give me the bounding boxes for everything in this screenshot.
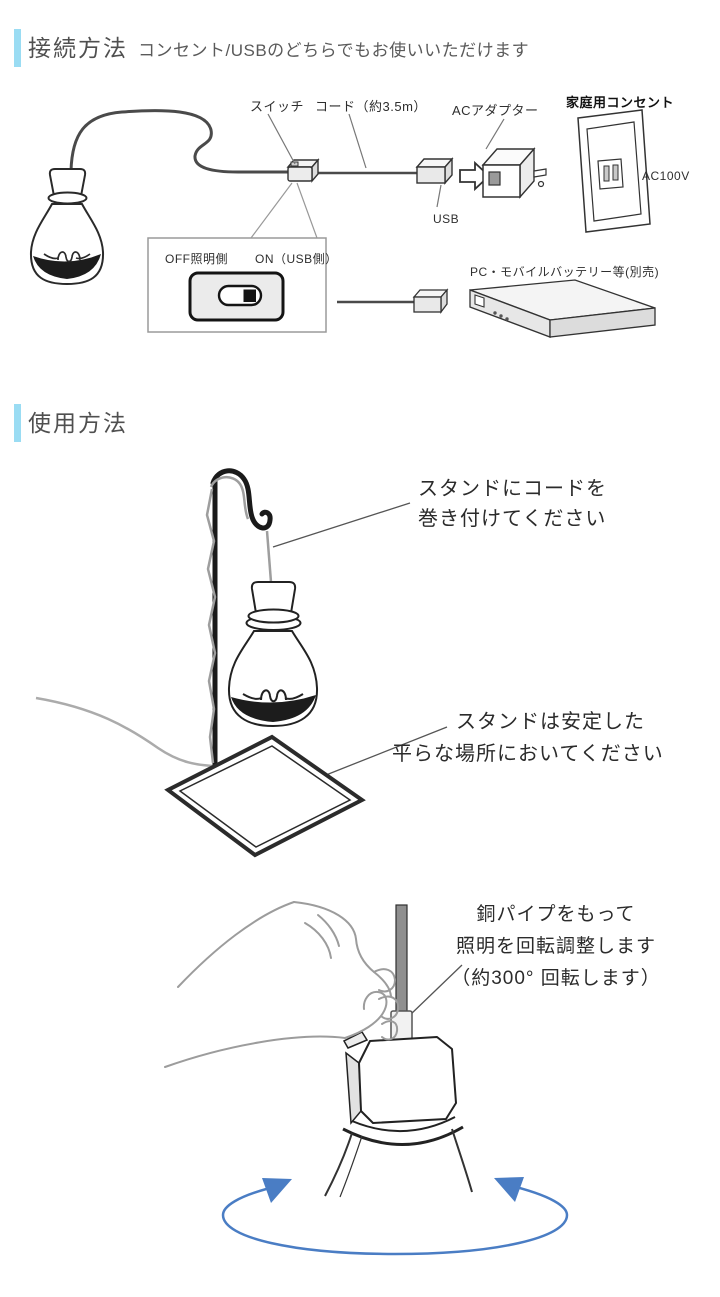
switch-on-label: ON（USB側） xyxy=(255,252,338,266)
arrow-right-icon xyxy=(459,160,491,192)
pc-battery-label: PC・モバイルバッテリー等(別売) xyxy=(470,265,660,279)
connection-subtitle: コンセント/USBのどちらでもお使いいただけます xyxy=(138,41,530,60)
stand-icon xyxy=(210,468,273,766)
base-plate-icon xyxy=(164,734,366,858)
floor-cord xyxy=(35,696,214,768)
usage-section-header: 使用方法 xyxy=(14,403,128,443)
adapter-callout-line xyxy=(485,118,505,150)
place-note-leader-line xyxy=(325,726,448,776)
note-rotate-line1: 銅パイプをもって xyxy=(476,904,636,925)
note-rotate: 銅パイプをもって 照明を回転調整します （約300° 回転します） xyxy=(450,899,662,995)
accent-bar xyxy=(14,29,21,67)
note-wrap-cord-line1: スタンドにコードを xyxy=(418,478,607,500)
voltage-label: AC100V xyxy=(642,169,690,183)
usb-label: USB xyxy=(433,212,460,226)
note-flat-place-line2: 平らな場所においてください xyxy=(392,743,664,765)
lamp-shade-icon xyxy=(324,1128,473,1198)
lamp-socket-icon xyxy=(342,1031,464,1146)
switch-off-label: OFF照明側 xyxy=(165,252,228,266)
usage-diagram xyxy=(35,468,569,1256)
note-wrap-cord-line2: 巻き付けてください xyxy=(418,508,607,530)
accent-bar xyxy=(14,404,21,442)
usb-callout-line xyxy=(436,184,442,208)
inline-switch-icon xyxy=(286,158,320,183)
note-rotate-line3: （約300° 回転します） xyxy=(451,968,661,989)
cord-callout-line xyxy=(348,113,367,169)
wrapped-cord xyxy=(205,476,273,764)
light-bulb-icon xyxy=(29,168,105,286)
power-cord xyxy=(69,109,288,174)
copper-pipe-icon xyxy=(390,904,413,1042)
note-rotate-line2: 照明を回転調整します xyxy=(455,936,656,957)
rotation-arrow-icon xyxy=(221,1177,569,1256)
note-flat-place-line1: スタンドは安定した xyxy=(456,711,645,733)
usb-connector-icon xyxy=(415,157,454,185)
connection-diagram xyxy=(29,109,656,338)
switch-callout-line xyxy=(267,113,296,165)
switch-detail-box xyxy=(147,237,327,333)
switch-label: スイッチ xyxy=(250,99,305,114)
wrap-note-leader-line xyxy=(272,502,411,548)
usage-title: 使用方法 xyxy=(28,410,128,436)
note-wrap-cord: スタンドにコードを 巻き付けてください xyxy=(418,474,607,534)
detail-callout-line-right xyxy=(296,182,318,239)
connection-title: 接続方法 xyxy=(28,35,128,61)
cord-label: コード（約3.5m） xyxy=(315,99,427,114)
usb-connector-icon-2 xyxy=(412,288,449,314)
rotate-note-leader-line xyxy=(409,964,463,1016)
wall-outlet-icon xyxy=(577,109,651,233)
hand-icon xyxy=(164,901,400,1068)
hanging-bulb-icon xyxy=(227,581,319,728)
detail-callout-line-left xyxy=(250,182,293,239)
ac-adapter-icon xyxy=(481,147,547,199)
pc-battery-icon xyxy=(469,279,656,338)
connection-section-header: 接続方法コンセント/USBのどちらでもお使いいただけます xyxy=(14,28,529,68)
home-outlet-label: 家庭用コンセント xyxy=(566,95,675,110)
toggle-knob xyxy=(243,289,256,302)
ac-adapter-label: ACアダプター xyxy=(452,103,539,118)
